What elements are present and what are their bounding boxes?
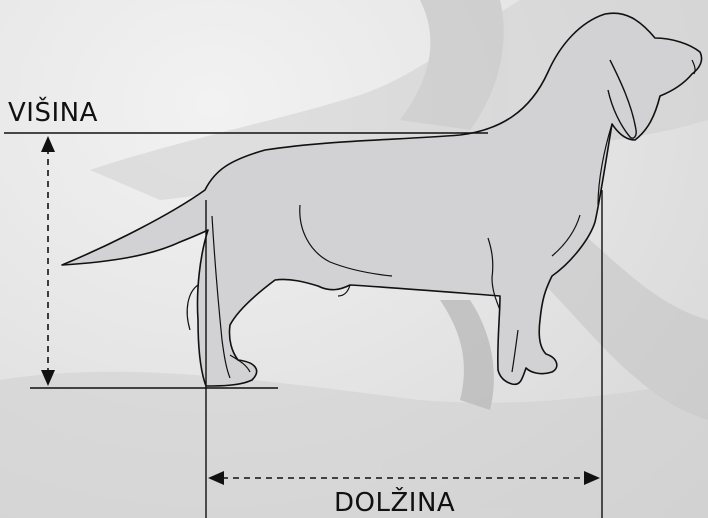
height-arrow-up-icon [41,136,55,152]
length-label: DOLŽINA [334,490,455,516]
height-label: VIŠINA [8,100,98,126]
